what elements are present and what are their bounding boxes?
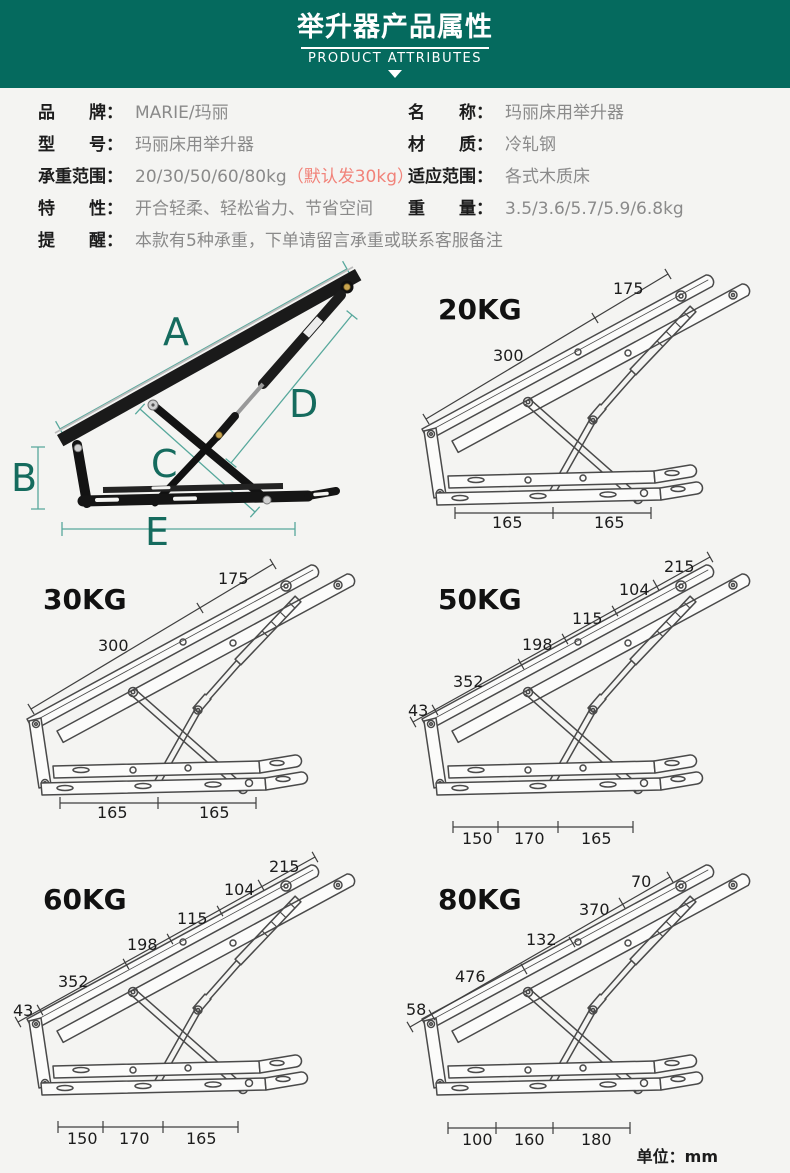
dim-value: 132 <box>526 930 557 949</box>
attr-value-material: 冷轧钢 <box>505 135 556 155</box>
diagram-title-20kg: 20KG <box>438 293 522 326</box>
attribute-column-right: 名 称： 玛丽床用举升器 材 质： 冷轧钢 适应范围： 各式木质床 重 量： 3.5/3… <box>395 97 790 225</box>
attr-label-reminder: 提 醒： <box>38 231 123 251</box>
attr-row-load-range: 承重范围： 20/30/50/60/80kg（默认发30kg） <box>38 161 414 193</box>
diagram-20kg: 20KG 175 300 165 165 <box>420 268 750 532</box>
attr-value-weight: 3.5/3.6/5.7/5.9/6.8kg <box>505 199 684 219</box>
figure-row-3: 60KG 215 104 115 198 352 43 150 170 165 … <box>0 847 790 1147</box>
diagram-30kg-cell: 30KG 175 300 165 165 <box>0 547 395 847</box>
photo-dim-label-c: C <box>151 442 178 486</box>
product-photo-cell: A B C D E <box>0 257 395 547</box>
dim-value: 180 <box>581 1130 612 1147</box>
page-title: 举升器产品属性 <box>297 12 493 43</box>
dim-value: 104 <box>224 880 255 899</box>
photo-dim-label-e: E <box>145 510 169 547</box>
attr-label-scope: 适应范围： <box>408 167 493 187</box>
dim-value: 150 <box>462 829 493 847</box>
attr-label-weight: 重 量： <box>408 199 493 219</box>
attr-value-model: 玛丽床用举升器 <box>135 135 254 155</box>
dim-value: 198 <box>522 635 553 654</box>
dim-value: 476 <box>455 967 486 986</box>
dim-value: 352 <box>58 972 89 991</box>
diagram-50kg-cell: 50KG 215 104 115 198 352 43 150 170 165 <box>395 547 790 847</box>
unit-note: 单位：mm <box>636 1147 718 1166</box>
attr-row-reminder: 提 醒： 本款有5种承重，下单请留言承重或联系客服备注 <box>0 225 790 257</box>
attribute-columns: 品 牌： MARIE/玛丽 型 号： 玛丽床用举升器 承重范围： 20/30/50/6… <box>0 97 790 225</box>
diagram-title-50kg: 50KG <box>438 583 522 616</box>
attr-label-material: 材 质： <box>408 135 493 155</box>
title-underline <box>301 47 489 49</box>
attr-row-weight: 重 量： 3.5/3.6/5.7/5.9/6.8kg <box>408 193 790 225</box>
attr-label-brand: 品 牌： <box>38 103 123 123</box>
page-subtitle: PRODUCT ATTRIBUTES <box>307 51 483 66</box>
photo-dim-label-d: D <box>289 382 318 426</box>
diagram-20kg-cell: 20KG 175 300 165 165 <box>395 257 790 547</box>
attr-row-features: 特 性： 开合轻柔、轻松省力、节省空间 <box>38 193 395 225</box>
diagram-title-30kg: 30KG <box>43 583 127 616</box>
dim-value: 300 <box>98 636 129 655</box>
attr-row-model: 型 号： 玛丽床用举升器 <box>38 129 395 161</box>
attr-value-load-range: 20/30/50/60/80kg <box>135 167 287 187</box>
dim-value: 175 <box>218 569 249 588</box>
lifter-mechanism-photo <box>54 266 361 508</box>
dim-value: 352 <box>453 672 484 691</box>
dim-value: 104 <box>619 580 650 599</box>
dim-value: 215 <box>664 557 695 576</box>
dim-value: 170 <box>514 829 545 847</box>
attr-row-scope: 适应范围： 各式木质床 <box>408 161 790 193</box>
attr-row-name: 名 称： 玛丽床用举升器 <box>408 97 790 129</box>
chevron-down-icon <box>388 70 402 78</box>
attr-label-features: 特 性： <box>38 199 123 219</box>
attr-value-load-default: （默认发30kg） <box>286 167 414 187</box>
figure-row-1: A B C D E 20KG 175 300 165 165 <box>0 257 790 547</box>
dim-value: 43 <box>13 1001 33 1020</box>
dim-value: 165 <box>581 829 612 847</box>
attr-label-name: 名 称： <box>408 103 493 123</box>
diagram-80kg-cell: 80KG 70 370 132 476 58 100 160 180 <box>395 847 790 1147</box>
dim-value: 70 <box>631 872 651 891</box>
attr-value-features: 开合轻柔、轻松省力、节省空间 <box>135 199 373 219</box>
dim-value: 165 <box>97 803 128 822</box>
dim-value: 300 <box>493 346 524 365</box>
photo-dim-label-b: B <box>11 456 37 500</box>
diagram-50kg: 50KG 215 104 115 198 352 43 150 170 165 <box>408 551 750 847</box>
dim-value: 165 <box>199 803 230 822</box>
dim-value: 43 <box>408 701 428 720</box>
dim-value: 150 <box>67 1129 98 1147</box>
attr-row-material: 材 质： 冷轧钢 <box>408 129 790 161</box>
attr-value-scope: 各式木质床 <box>505 167 590 187</box>
dim-value: 198 <box>127 935 158 954</box>
attr-label-model: 型 号： <box>38 135 123 155</box>
diagram-60kg: 60KG 215 104 115 198 352 43 150 170 165 <box>13 851 355 1147</box>
dim-value: 165 <box>492 513 523 532</box>
dim-value: 165 <box>594 513 625 532</box>
dim-value: 115 <box>177 909 208 928</box>
figure-row-2: 30KG 175 300 165 165 50KG 215 104 115 19… <box>0 547 790 847</box>
unit-note-row: 单位：mm <box>0 1147 790 1173</box>
attr-value-brand: MARIE/玛丽 <box>135 103 229 123</box>
header-banner: 举升器产品属性 PRODUCT ATTRIBUTES <box>0 0 790 88</box>
diagram-30kg: 30KG 175 300 165 165 <box>25 558 355 822</box>
diagram-title-60kg: 60KG <box>43 883 127 916</box>
product-photo: A B C D E <box>11 260 361 547</box>
dim-value: 170 <box>119 1129 150 1147</box>
dim-value: 370 <box>579 900 610 919</box>
attributes-section: 品 牌： MARIE/玛丽 型 号： 玛丽床用举升器 承重范围： 20/30/50/6… <box>0 88 790 257</box>
attr-value-name: 玛丽床用举升器 <box>505 103 624 123</box>
attr-value-reminder: 本款有5种承重，下单请留言承重或联系客服备注 <box>135 231 503 251</box>
dim-value: 165 <box>186 1129 217 1147</box>
diagram-80kg: 80KG 70 370 132 476 58 100 160 180 <box>406 864 750 1147</box>
photo-dim-label-a: A <box>163 310 189 354</box>
diagram-title-80kg: 80KG <box>438 883 522 916</box>
diagram-60kg-cell: 60KG 215 104 115 198 352 43 150 170 165 <box>0 847 395 1147</box>
attribute-column-left: 品 牌： MARIE/玛丽 型 号： 玛丽床用举升器 承重范围： 20/30/50/6… <box>0 97 414 225</box>
dim-value: 160 <box>514 1130 545 1147</box>
dim-value: 215 <box>269 857 300 876</box>
attr-label-load-range: 承重范围： <box>38 167 123 187</box>
dim-value: 175 <box>613 279 644 298</box>
attr-row-brand: 品 牌： MARIE/玛丽 <box>38 97 395 129</box>
dim-value: 100 <box>462 1130 493 1147</box>
dim-value: 115 <box>572 609 603 628</box>
dim-value: 58 <box>406 1000 426 1019</box>
